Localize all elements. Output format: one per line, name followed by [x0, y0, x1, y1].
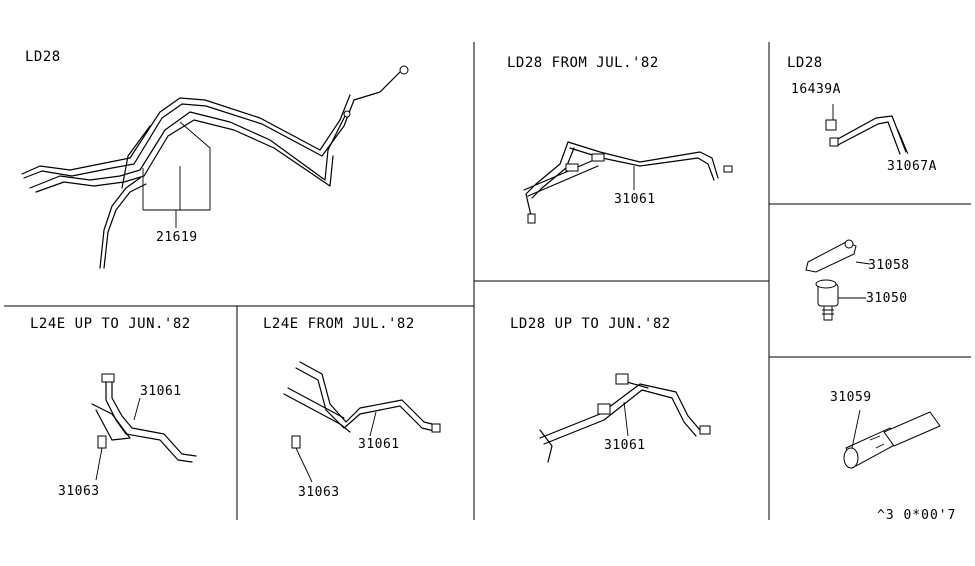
tube-31061-l24e-up-to-jun82-drawing	[91, 373, 197, 481]
panel-title-ld28-from-jul82: LD28 FROM JUL.'82	[507, 55, 659, 71]
tube-assembly-21619-drawing	[21, 65, 409, 269]
tube-31061-ld28-up-to-jun82-drawing	[539, 373, 711, 463]
part-number-31063-l24e-from-jul82: 31063	[298, 485, 340, 500]
part-number-21619: 21619	[156, 230, 198, 245]
part-number-31061-ld28-up-to-jun82: 31061	[604, 438, 646, 453]
part-number-31061-l24e-from-jul82: 31061	[358, 437, 400, 452]
part-number-31061-l24e-up-to-jun82: 31061	[140, 384, 182, 399]
tube-31061-from-jul82-drawing	[523, 141, 733, 224]
hose-31067a-drawing	[825, 104, 909, 155]
part-number-31050: 31050	[866, 291, 908, 306]
panel-title-ld28-right: LD28	[787, 55, 823, 71]
diagram-code: ^3 0*00'7	[877, 508, 957, 523]
part-number-31067a: 31067A	[887, 159, 937, 174]
part-number-16439a: 16439A	[791, 82, 841, 97]
clip-31058-and-valve-31050-drawing	[805, 239, 871, 321]
panel-title-ld28-up-to-jun82: LD28 UP TO JUN.'82	[510, 316, 671, 332]
part-number-31061-ld28-from-jul82: 31061	[614, 192, 656, 207]
filter-31059-drawing	[843, 409, 941, 469]
tube-31061-l24e-from-jul82-drawing	[283, 361, 441, 483]
part-number-31059: 31059	[830, 390, 872, 405]
panel-title-l24e-up-to-jun82: L24E UP TO JUN.'82	[30, 316, 191, 332]
panel-title-l24e-from-jul82: L24E FROM JUL.'82	[263, 316, 415, 332]
part-number-31063-l24e-up-to-jun82: 31063	[58, 484, 100, 499]
panel-title-ld28-main: LD28	[25, 49, 61, 65]
part-number-31058: 31058	[868, 258, 910, 273]
